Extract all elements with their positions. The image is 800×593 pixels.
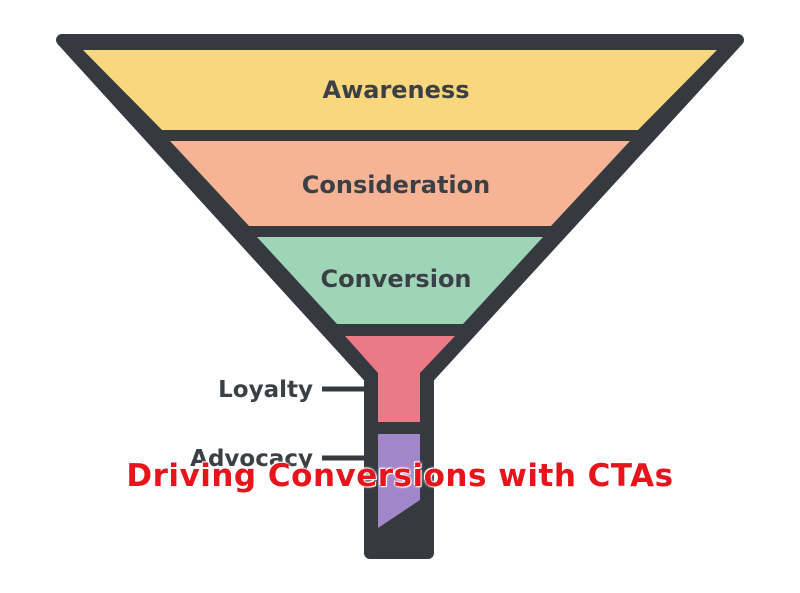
funnel-band-consideration: [170, 141, 630, 226]
funnel-band-conversion: [257, 237, 543, 324]
conversion-label: Conversion: [320, 265, 471, 293]
awareness-label: Awareness: [323, 76, 470, 104]
funnel-band-awareness: [83, 50, 717, 130]
funnel-band-advocacy: [378, 434, 420, 528]
consideration-label: Consideration: [302, 171, 490, 199]
funnel-band-loyalty: [345, 336, 455, 422]
advocacy-label: Advocacy: [190, 446, 313, 472]
caption-title: Driving Conversions with CTAs: [126, 458, 674, 494]
loyalty-label: Loyalty: [218, 377, 313, 403]
